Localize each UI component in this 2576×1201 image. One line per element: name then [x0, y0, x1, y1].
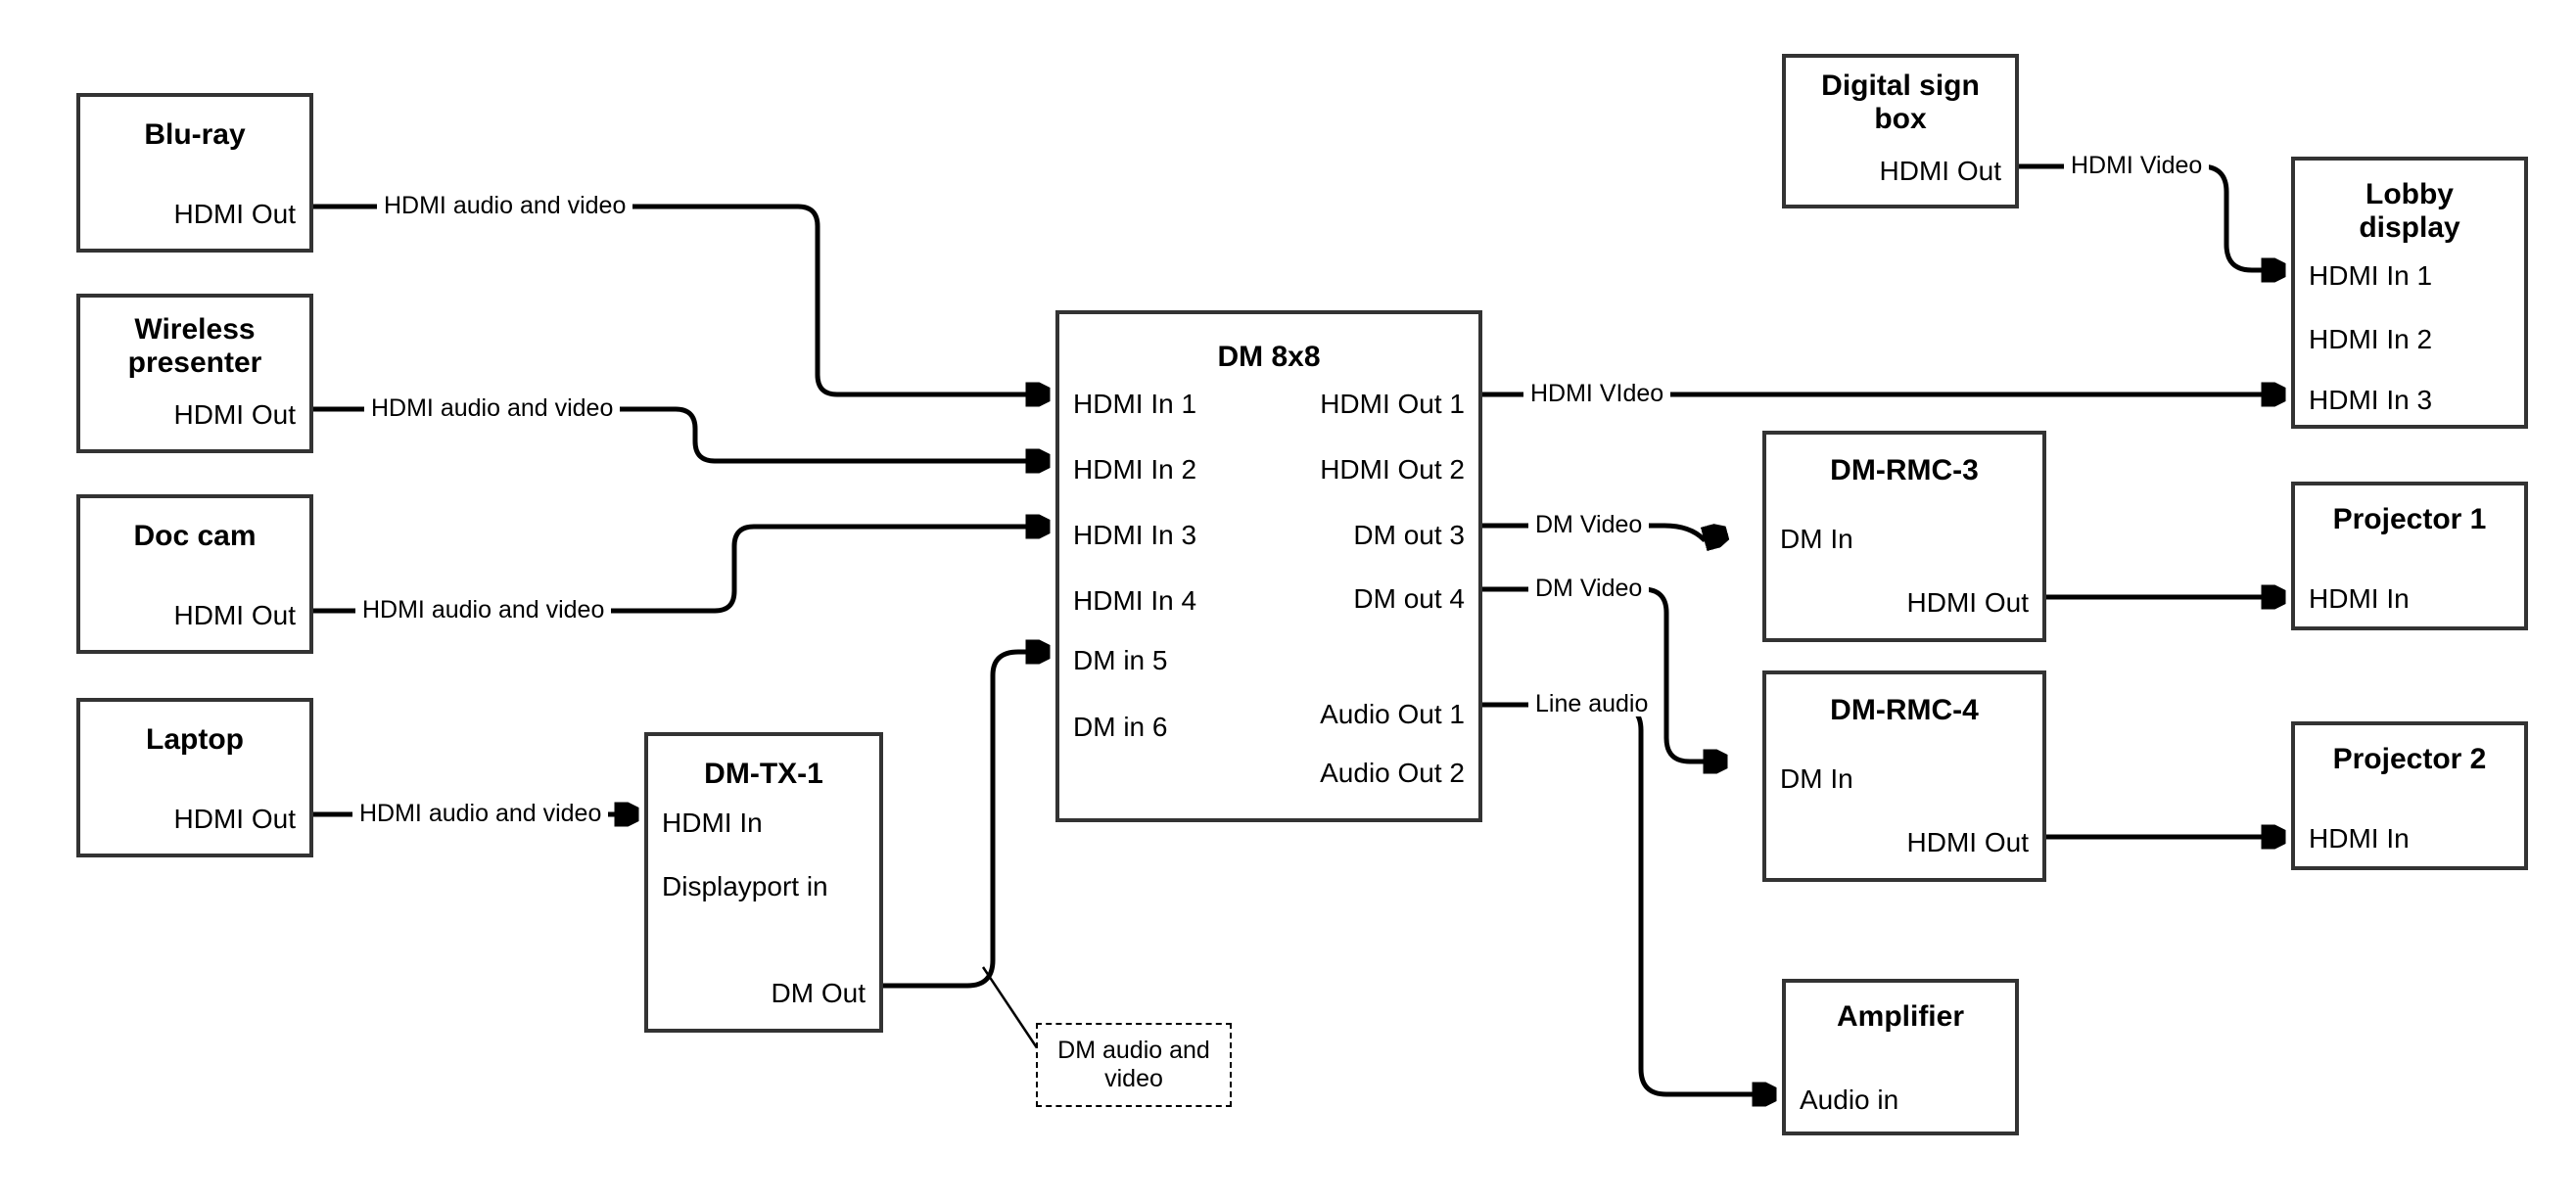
node-dm-rmc-3[interactable]: DM-RMC-3 DM In HDMI Out [1762, 431, 2046, 642]
node-wireless-presenter-title-line2: presenter [127, 346, 262, 379]
node-dm-8x8-output-5[interactable]: Audio Out 1 [1320, 699, 1465, 729]
node-digital-sign-box-port-hdmi-out[interactable]: HDMI Out [1879, 156, 2001, 186]
wire-bluray-to-dm [313, 204, 1048, 394]
node-dm-8x8-title: DM 8x8 [1217, 341, 1321, 373]
node-digital-sign-box-title-line2: box [1874, 103, 1927, 135]
node-bluray[interactable]: Blu-ray HDMI Out [76, 93, 313, 253]
node-lobby-display-title-line2: display [2359, 211, 2460, 244]
node-projector-1-title: Projector 1 [2332, 503, 2487, 535]
node-dm-8x8-output-6[interactable]: Audio Out 2 [1320, 758, 1465, 788]
node-projector-1-port-hdmi-in[interactable]: HDMI In [2309, 583, 2410, 614]
node-lobby-display-port-hdmi-in-3[interactable]: HDMI In 3 [2309, 385, 2433, 415]
node-dm-8x8-output-3[interactable]: DM out 3 [1353, 520, 1465, 550]
node-dm-rmc-4[interactable]: DM-RMC-4 DM In HDMI Out [1762, 670, 2046, 882]
node-dm-8x8-input-2[interactable]: HDMI In 2 [1073, 454, 1197, 485]
node-projector-2-port-hdmi-in[interactable]: HDMI In [2309, 823, 2410, 854]
edge-label-bluray-to-dm: HDMI audio and video [377, 194, 633, 218]
node-amplifier[interactable]: Amplifier Audio in [1782, 979, 2019, 1135]
node-lobby-display[interactable]: Lobby display HDMI In 1 HDMI In 2 HDMI I… [2291, 157, 2528, 429]
node-dm-tx-1-port-dm-out[interactable]: DM Out [771, 978, 866, 1008]
node-wireless-presenter-port-hdmi-out[interactable]: HDMI Out [173, 399, 296, 430]
edge-label-dm-out4-to-rmc4: DM Video [1528, 577, 1650, 601]
node-bluray-title: Blu-ray [144, 118, 246, 151]
node-dm-8x8-output-1[interactable]: HDMI Out 1 [1320, 389, 1465, 419]
edge-label-dm-audioout1-to-amp: Line audio [1528, 692, 1656, 716]
node-digital-sign-box-title-line1: Digital sign [1821, 69, 1980, 102]
edge-label-dm-out3-to-rmc3: DM Video [1528, 513, 1650, 537]
node-doc-cam-title: Doc cam [133, 520, 257, 552]
edge-label-dm-hdmiout1-to-lobby: HDMI VIdeo [1523, 382, 1671, 406]
node-lobby-display-title-line1: Lobby [2365, 178, 2454, 210]
edge-label-laptop-to-dmtx1: HDMI audio and video [352, 802, 609, 826]
node-dm-tx-1-port-displayport-in[interactable]: Displayport in [662, 871, 828, 901]
node-laptop-port-hdmi-out[interactable]: HDMI Out [173, 804, 296, 834]
leader-line-dm-audio-video [981, 966, 1044, 1056]
node-dm-rmc-4-title: DM-RMC-4 [1830, 694, 1979, 726]
node-laptop[interactable]: Laptop HDMI Out [76, 698, 313, 857]
edge-label-digitalsign-to-lobby: HDMI Video [2064, 154, 2210, 178]
node-dm-rmc-3-port-dm-in[interactable]: DM In [1780, 524, 1853, 554]
node-doc-cam[interactable]: Doc cam HDMI Out [76, 494, 313, 654]
node-dm-rmc-4-port-hdmi-out[interactable]: HDMI Out [1906, 827, 2029, 857]
node-lobby-display-port-hdmi-in-2[interactable]: HDMI In 2 [2309, 324, 2433, 354]
edge-label-wireless-to-dm: HDMI audio and video [364, 396, 621, 421]
node-wireless-presenter-title-line1: Wireless [134, 313, 256, 346]
node-wireless-presenter[interactable]: Wireless presenter HDMI Out [76, 294, 313, 453]
node-lobby-display-port-hdmi-in-1[interactable]: HDMI In 1 [2309, 260, 2433, 291]
node-bluray-port-hdmi-out[interactable]: HDMI Out [173, 199, 296, 229]
node-projector-2[interactable]: Projector 2 HDMI In [2291, 721, 2528, 870]
node-dm-8x8-input-1[interactable]: HDMI In 1 [1073, 389, 1197, 419]
edge-label-doccam-to-dm: HDMI audio and video [355, 598, 612, 623]
node-dm-8x8-input-5[interactable]: DM in 5 [1073, 645, 1168, 675]
wire-dmtx1-to-dm [883, 652, 1048, 989]
annotation-dm-audio-and-video: DM audio and video [1036, 1023, 1232, 1107]
node-dm-8x8-input-6[interactable]: DM in 6 [1073, 712, 1168, 742]
node-dm-rmc-3-title: DM-RMC-3 [1830, 454, 1979, 486]
node-doc-cam-port-hdmi-out[interactable]: HDMI Out [173, 600, 296, 630]
node-dm-tx-1[interactable]: DM-TX-1 HDMI In Displayport in DM Out [644, 732, 883, 1033]
node-dm-8x8-input-4[interactable]: HDMI In 4 [1073, 585, 1197, 616]
node-projector-1[interactable]: Projector 1 HDMI In [2291, 482, 2528, 630]
node-dm-8x8-output-2[interactable]: HDMI Out 2 [1320, 454, 1465, 485]
node-projector-2-title: Projector 2 [2332, 743, 2487, 775]
node-dm-8x8-input-3[interactable]: HDMI In 3 [1073, 520, 1197, 550]
node-laptop-title: Laptop [146, 723, 244, 756]
node-amplifier-port-audio-in[interactable]: Audio in [1800, 1085, 1899, 1115]
wire-dm-audioout1-to-amp [1482, 702, 1774, 1094]
wire-dm-out4-to-rmc4 [1482, 586, 1725, 762]
node-amplifier-title: Amplifier [1836, 1000, 1965, 1033]
node-dm-rmc-3-port-hdmi-out[interactable]: HDMI Out [1906, 587, 2029, 618]
node-dm-tx-1-port-hdmi-in[interactable]: HDMI In [662, 808, 763, 838]
node-digital-sign-box[interactable]: Digital sign box HDMI Out [1782, 54, 2019, 208]
node-dm-8x8[interactable]: DM 8x8 HDMI In 1 HDMI In 2 HDMI In 3 HDM… [1055, 310, 1482, 822]
node-dm-8x8-output-4[interactable]: DM out 4 [1353, 583, 1465, 614]
wire-digitalsign-to-lobby [2019, 163, 2283, 270]
node-dm-rmc-4-port-dm-in[interactable]: DM In [1780, 763, 1853, 794]
node-dm-tx-1-title: DM-TX-1 [704, 758, 823, 790]
